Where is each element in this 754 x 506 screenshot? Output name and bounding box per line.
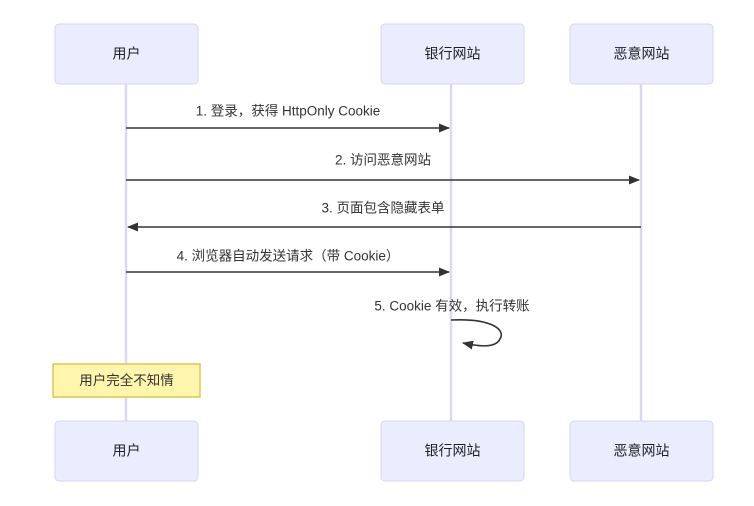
message-4-label: 4. 浏览器自动发送请求（带 Cookie） (177, 249, 400, 264)
participant-top-bank[interactable]: 银行网站 (380, 23, 525, 85)
message-3: 3. 页面包含隐藏表单 (127, 201, 641, 232)
message-5-label: 5. Cookie 有效，执行转账 (374, 299, 530, 314)
participant-label-malicious: 恶意网站 (614, 46, 670, 62)
message-2: 2. 访问恶意网站 (126, 152, 640, 185)
participant-label-malicious-bottom: 恶意网站 (614, 443, 670, 459)
participant-box-user[interactable] (54, 23, 199, 85)
note-box (52, 363, 201, 398)
participant-bottom-bank[interactable]: 银行网站 (380, 420, 525, 482)
message-4: 4. 浏览器自动发送请求（带 Cookie） (126, 249, 450, 277)
participant-label-user-bottom: 用户 (113, 443, 141, 459)
message-1: 1. 登录，获得 HttpOnly Cookie (126, 103, 450, 133)
participant-box-user-bottom[interactable] (54, 420, 199, 482)
note-user-unaware: 用户完全不知情 (52, 363, 201, 398)
participant-box-malicious-bottom[interactable] (569, 420, 714, 482)
participant-top-malicious[interactable]: 恶意网站 (569, 23, 714, 85)
participant-label-bank-bottom: 银行网站 (425, 443, 481, 459)
participants-bottom: 用户 银行网站 恶意网站 (54, 420, 714, 482)
participant-top-user[interactable]: 用户 (54, 23, 199, 85)
participant-bottom-malicious[interactable]: 恶意网站 (569, 420, 714, 482)
note-label: 用户完全不知情 (79, 372, 174, 388)
message-5: 5. Cookie 有效，执行转账 (374, 299, 530, 350)
participant-label-bank: 银行网站 (425, 46, 481, 62)
participant-bottom-user[interactable]: 用户 (54, 420, 199, 482)
message-5-self-loop (450, 319, 503, 350)
participant-box-bank-bottom[interactable] (380, 420, 525, 482)
participant-box-malicious[interactable] (569, 23, 714, 85)
participants-top: 用户 银行网站 恶意网站 (54, 23, 714, 85)
participant-label-user: 用户 (113, 46, 141, 62)
participant-box-bank[interactable] (380, 23, 525, 85)
message-1-label: 1. 登录，获得 HttpOnly Cookie (196, 103, 381, 119)
message-2-label: 2. 访问恶意网站 (335, 152, 431, 168)
message-3-label: 3. 页面包含隐藏表单 (321, 201, 444, 216)
